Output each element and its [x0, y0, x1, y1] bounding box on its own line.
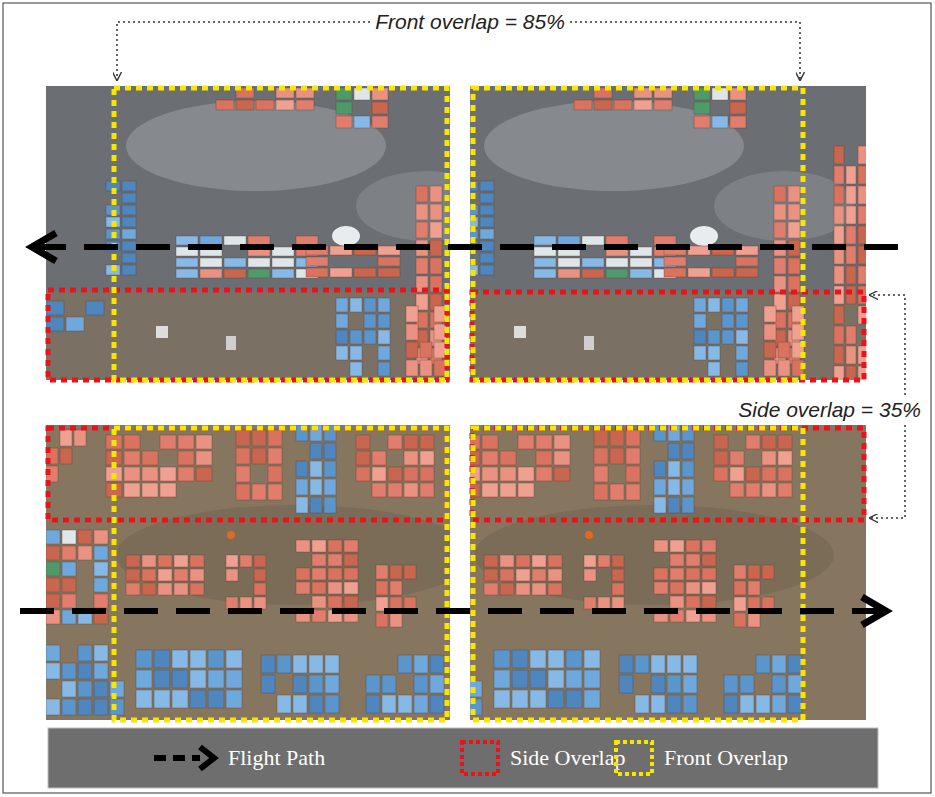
leader-line	[870, 410, 905, 518]
front-overlap-frame	[114, 428, 447, 720]
aerial-photo	[46, 425, 450, 720]
legend-swatch	[458, 738, 502, 778]
legend-swatch	[150, 738, 220, 778]
aerial-photo	[470, 425, 866, 720]
flight-path	[20, 608, 886, 614]
legend-text: Flight Path	[228, 745, 325, 771]
front-overlap-frame	[114, 88, 447, 380]
legend-item: Front Overlap	[612, 738, 788, 778]
front-overlap-frame	[473, 428, 803, 720]
front-overlap-frame	[473, 88, 803, 380]
legend-text: Front Overlap	[664, 745, 788, 771]
aerial-photo	[470, 86, 866, 380]
legend-item: Side Overlap	[458, 738, 625, 778]
flight-path	[32, 244, 905, 250]
overlap-label: Side overlap = 35%	[733, 397, 926, 423]
aerial-photo	[46, 86, 450, 380]
leader-line	[870, 295, 905, 410]
legend-swatch	[612, 738, 656, 778]
overlap-label: Front overlap = 85%	[370, 9, 570, 35]
side-overlap-frame	[48, 428, 447, 520]
flight-arrowhead	[862, 597, 886, 625]
legend-item: Flight Path	[150, 738, 325, 778]
legend-bar	[48, 728, 878, 788]
side-overlap-frame	[48, 290, 447, 380]
flight-arrowhead	[32, 233, 56, 261]
figure-frame	[3, 3, 931, 793]
legend-text: Side Overlap	[510, 745, 625, 771]
